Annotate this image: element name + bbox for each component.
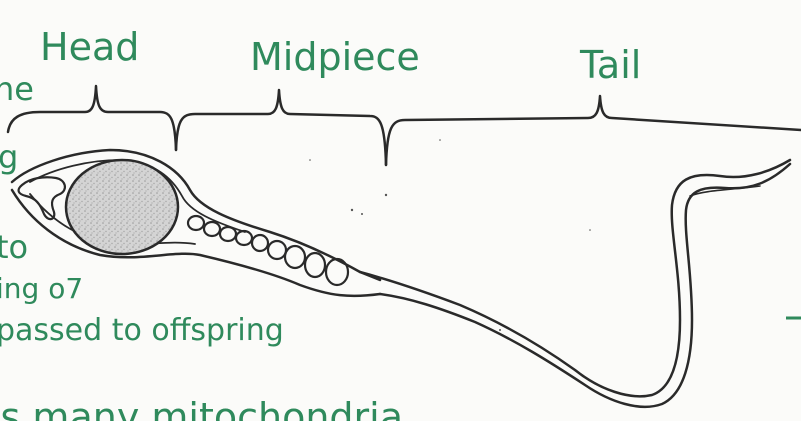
label-midpiece: Midpiece (250, 35, 420, 79)
nucleus (66, 160, 178, 254)
note-1: ne (0, 70, 34, 108)
label-head: Head (40, 25, 139, 69)
label-tail: Tail (579, 43, 641, 87)
tail-upper (360, 160, 790, 396)
note-5: passed to offspring (0, 313, 284, 348)
mitochondria (188, 216, 348, 285)
note-2: g (0, 138, 18, 176)
tail-brace (386, 96, 801, 165)
note-6: is many mitochondria (0, 395, 403, 421)
acrosome (19, 177, 65, 219)
tail-lower (380, 164, 790, 407)
note-4: ing o7 (0, 272, 83, 305)
midpiece-brace (176, 90, 386, 165)
note-3: to (0, 228, 28, 266)
